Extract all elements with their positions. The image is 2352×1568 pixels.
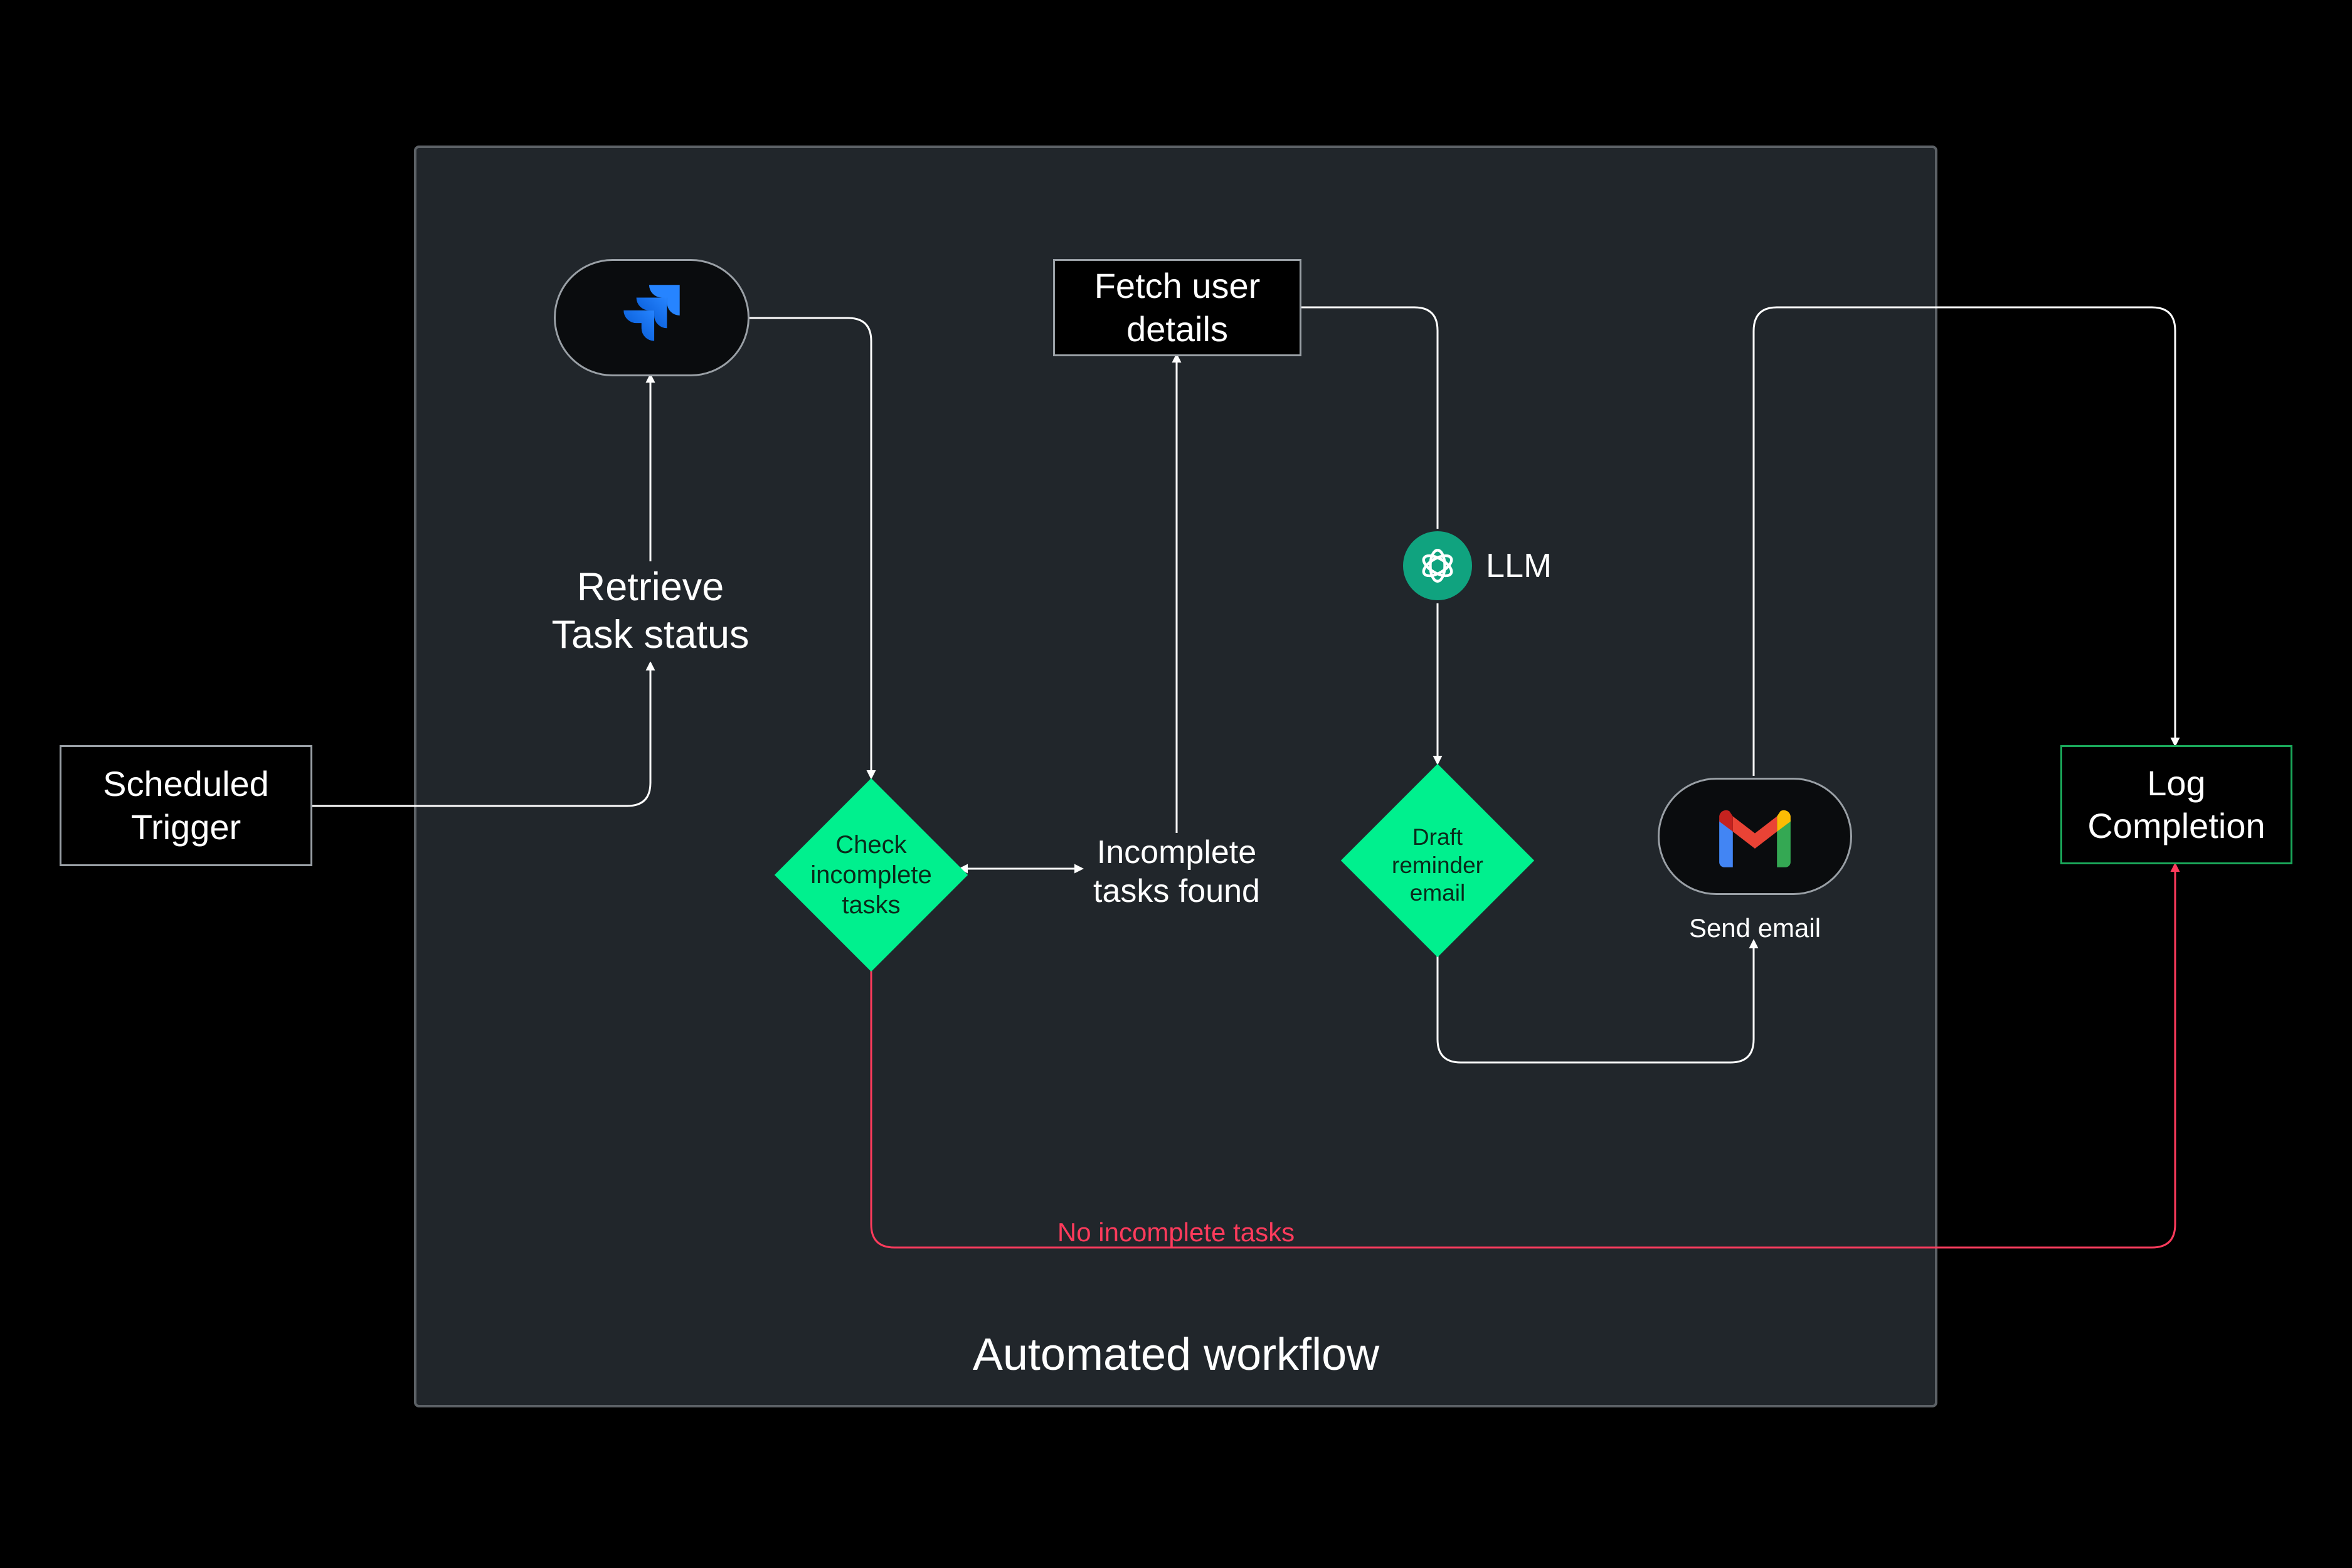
fetch-user-details-node: Fetch user details: [1053, 259, 1301, 356]
edge-fetch-to-llm: [1300, 306, 1439, 529]
gmail-icon: [1719, 810, 1791, 867]
llm-node: LLM: [1403, 531, 1566, 600]
gmail-node: [1658, 778, 1852, 895]
edge-no-incomplete-to-log: [870, 862, 2180, 1249]
openai-icon: [1403, 531, 1472, 600]
automated-workflow-title: Automated workflow: [972, 1329, 1380, 1380]
log-completion-node: Log Completion: [2060, 745, 2292, 864]
jira-icon: [623, 284, 680, 341]
edge-jira-to-check: [748, 317, 876, 780]
llm-label: LLM: [1486, 547, 1552, 585]
fetch-user-details-label: Fetch user details: [1094, 266, 1261, 349]
scheduled-trigger-label: Scheduled Trigger: [103, 764, 269, 847]
log-completion-label: Log Completion: [2087, 763, 2265, 845]
retrieve-task-status-label: Retrieve Task status: [512, 561, 788, 662]
send-email-label: Send email: [1688, 913, 1821, 943]
check-incomplete-tasks-label: Check incomplete tasks: [810, 831, 932, 919]
no-incomplete-tasks-label: No incomplete tasks: [1057, 1217, 1295, 1247]
edge-draft-to-gmail: [1436, 939, 1759, 1064]
edge-gmail-to-log: [1752, 306, 2180, 776]
jira-node: [554, 259, 750, 376]
incomplete-tasks-found-label: Incomplete tasks found: [1093, 834, 1260, 909]
draft-reminder-email-label: Draft reminder email: [1392, 824, 1483, 906]
scheduled-trigger-node: Scheduled Trigger: [60, 745, 312, 866]
edge-trigger-to-retrieve: [312, 661, 655, 807]
